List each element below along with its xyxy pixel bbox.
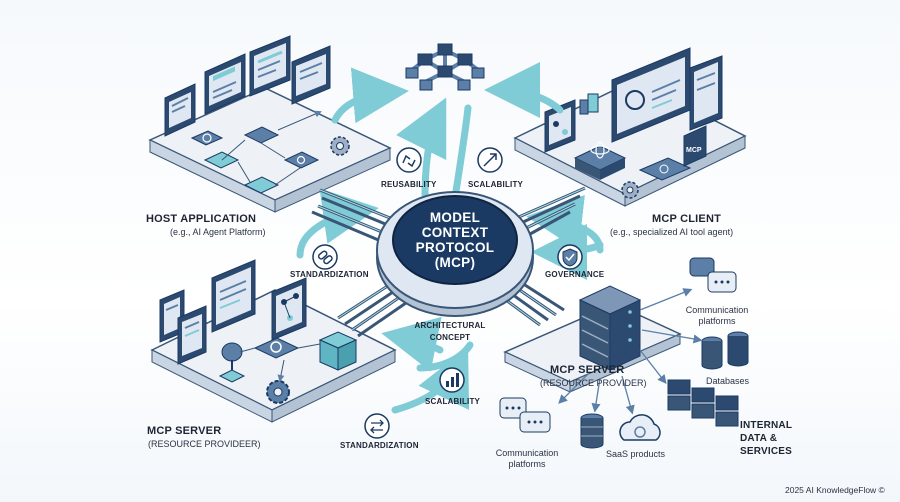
architectural-concept-label: ARCHITECTURAL CONCEPT <box>414 321 486 342</box>
network-hub-icon <box>405 43 485 91</box>
mcp-client-platform: MCP <box>513 47 747 207</box>
host-application-platform <box>148 35 392 213</box>
svg-text:MCP: MCP <box>686 147 702 154</box>
monitor-icon <box>177 305 207 365</box>
standardization-left-label: STANDARDIZATION <box>290 270 369 279</box>
hub-line: PROTOCOL <box>415 240 495 255</box>
tree-icon <box>218 342 246 383</box>
monitor-icon <box>544 99 576 153</box>
atom-icon <box>573 141 627 180</box>
communication-platforms-bottom-label: Communication platforms <box>495 448 559 469</box>
workflow-block <box>283 151 320 169</box>
monitor-icon <box>611 47 691 143</box>
footer-credit: 2025 AI KnowledgeFlow © <box>785 485 885 495</box>
monitor-icon <box>249 35 291 97</box>
saas-products-label: SaaS products <box>606 449 666 459</box>
workflow-block <box>190 130 224 146</box>
flow-arrows <box>296 62 604 414</box>
mcp-server-right-title: MCP SERVER <box>550 364 625 376</box>
hub-line: CONTEXT <box>421 225 489 240</box>
reusability-label: REUSABILITY <box>381 180 437 189</box>
gear-icon <box>330 136 350 156</box>
bar-chart-icon <box>439 367 465 393</box>
mcp-server-left-title: MCP SERVER <box>147 425 222 437</box>
recycle-icon <box>396 147 422 173</box>
mcp-server-left-subtitle: (RESOURCE PROVIDEER) <box>148 439 261 449</box>
database-icon <box>701 331 749 370</box>
scale-icon <box>477 147 503 173</box>
scalability-top-label: SCALABILITY <box>468 180 524 189</box>
monitor-icon <box>164 83 196 137</box>
server-block <box>638 157 692 181</box>
network-icon <box>271 277 307 341</box>
database-icon-bottom <box>580 413 604 449</box>
monitor-icon <box>211 259 256 333</box>
governance-label: GOVERNANCE <box>545 270 605 279</box>
mcp-server-left-platform <box>150 259 397 423</box>
exchange-icon <box>364 413 390 439</box>
host-application-title: HOST APPLICATION <box>146 213 257 225</box>
mcp-badge-icon: MCP <box>683 125 707 167</box>
communication-platforms-right-label: Communication platforms <box>685 305 749 326</box>
standardization-bottom-label: STANDARDIZATION <box>340 441 419 450</box>
mcp-client-subtitle: (e.g., specialized AI tool agent) <box>610 227 734 237</box>
mcp-server-right-platform <box>503 285 682 393</box>
databases-label: Databases <box>706 376 750 386</box>
hub-line: (MCP) <box>434 255 476 270</box>
monitor-icon <box>689 55 723 131</box>
server-stack-icon <box>667 379 739 427</box>
monitor-icon <box>291 45 331 105</box>
scalability-bottom-label: SCALABILITY <box>425 397 481 406</box>
workflow-block <box>243 176 280 194</box>
mcp-server-right-subtitle: (RESOURCE PROVIDER) <box>540 378 647 388</box>
gear-icon <box>621 181 639 199</box>
shield-check-icon <box>557 244 583 270</box>
cylinder-icon <box>579 93 599 115</box>
chat-bubbles-icon-right <box>689 257 737 293</box>
mcp-client-title: MCP CLIENT <box>652 213 722 225</box>
monitor-icon <box>204 53 246 115</box>
chat-bubbles-icon-bottom <box>499 397 551 433</box>
internal-data-services-label: INTERNAL DATA & SERVICES <box>740 420 792 457</box>
link-icon <box>312 244 338 270</box>
server-rack-icon <box>578 285 642 371</box>
workflow-block <box>203 151 240 169</box>
mcp-hub-title: MODEL CONTEXT PROTOCOL (MCP) <box>395 210 515 270</box>
cube-icon <box>318 331 358 371</box>
hub-line: MODEL <box>429 210 481 225</box>
host-application-subtitle: (e.g., AI Agent Platform) <box>170 227 266 237</box>
mcp-hub <box>376 191 534 317</box>
cloud-icon <box>619 414 661 441</box>
gear-icon <box>266 380 290 404</box>
workflow-block <box>243 126 280 144</box>
